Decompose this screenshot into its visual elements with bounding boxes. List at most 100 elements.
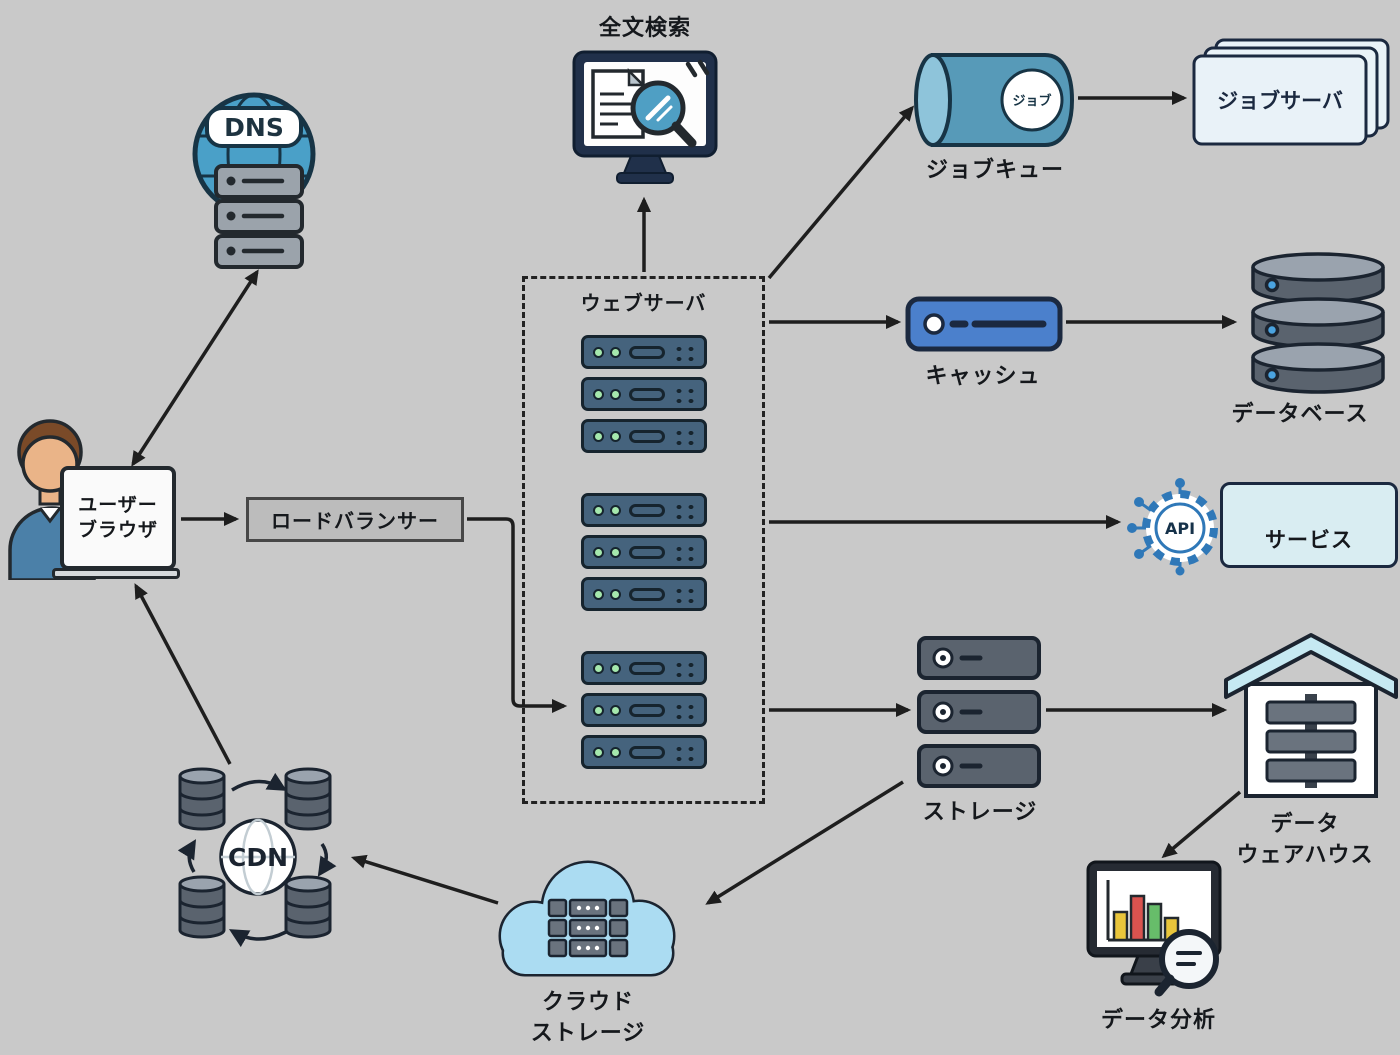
server-rack-unit xyxy=(580,577,707,611)
bar-chart xyxy=(1112,894,1180,942)
edge-webserver-jobqueue xyxy=(767,105,915,280)
led-icon xyxy=(609,662,621,674)
cache-label-text: キャッシュ xyxy=(925,364,1041,389)
drive-slot xyxy=(628,745,665,759)
fulltext-search-label: 全文検索 xyxy=(560,14,730,45)
storage-label: ストレージ xyxy=(900,798,1060,829)
led-icon xyxy=(609,430,621,442)
drive-slot xyxy=(628,703,665,717)
data-warehouse-line2: ウェアハウス xyxy=(1236,842,1374,868)
vent-dots xyxy=(669,541,695,563)
magnifier-lens xyxy=(1159,929,1219,989)
service-label: サービス xyxy=(1265,528,1353,552)
database-label: データベース xyxy=(1200,400,1400,431)
job-server-node: ジョブサーバ xyxy=(1192,38,1392,157)
web-server-label: ウェブサーバ xyxy=(525,287,762,316)
edge-cdn-user xyxy=(134,583,232,765)
user-browser-line1: ユーザー xyxy=(78,494,158,517)
drive-slot xyxy=(628,661,665,675)
cdn-label: CDN xyxy=(228,843,288,872)
job-server-label: ジョブサーバ xyxy=(1217,89,1343,113)
api-label: API xyxy=(1165,519,1195,538)
server-rack-unit xyxy=(580,693,707,727)
cache-label: キャッシュ xyxy=(893,362,1073,393)
magnifier-handle xyxy=(671,121,697,148)
data-warehouse-label: データ ウェアハウス xyxy=(1205,810,1400,872)
drive-slot xyxy=(628,345,665,359)
led-icon xyxy=(609,346,621,358)
data-warehouse-line1: データ xyxy=(1270,812,1340,837)
vent-dots xyxy=(669,341,695,363)
dns-server-stack xyxy=(214,164,304,269)
server-rack-unit xyxy=(580,535,707,569)
led-icon xyxy=(592,588,604,600)
job-queue-icon: ジョブ xyxy=(914,53,1075,147)
server-group-1 xyxy=(525,335,762,461)
database-node xyxy=(1242,252,1394,402)
fulltext-search-icon xyxy=(572,50,718,184)
drive-slot xyxy=(628,503,665,517)
dns-node: DNS xyxy=(190,72,320,276)
cache-node xyxy=(905,296,1063,356)
job-server-icon: ジョブサーバ xyxy=(1192,38,1390,146)
vent-dots xyxy=(669,383,695,405)
server-rack-unit xyxy=(580,419,707,453)
cloud-storage-line1: クラウド xyxy=(541,990,634,1015)
vent-dots xyxy=(669,741,695,763)
storage-label-text: ストレージ xyxy=(922,800,1038,825)
job-queue-label-text: ジョブキュー xyxy=(925,158,1064,183)
server-rack-unit xyxy=(580,493,707,527)
led-icon xyxy=(592,746,604,758)
service-node: サービス xyxy=(1220,482,1398,568)
user-browser-line2: ブラウザ xyxy=(77,519,158,541)
job-queue-label: ジョブキュー xyxy=(880,156,1110,187)
vent-dots xyxy=(669,583,695,605)
job-badge: ジョブ xyxy=(1012,93,1051,109)
vent-dots xyxy=(669,699,695,721)
cloud-storage-line2: ストレージ xyxy=(530,1020,646,1046)
server-rack-unit xyxy=(580,377,707,411)
led-icon xyxy=(592,704,604,716)
dns-label: DNS xyxy=(224,113,284,142)
led-icon xyxy=(609,746,621,758)
user-browser-node: ユーザー ブラウザ xyxy=(2,402,187,584)
drive-slot xyxy=(628,429,665,443)
cloud-storage-icon xyxy=(498,860,676,977)
server-rack-unit xyxy=(580,735,707,769)
server-rack-unit xyxy=(580,335,707,369)
data-analysis-node xyxy=(1086,856,1231,1010)
api-node: API xyxy=(1126,476,1226,580)
data-analysis-icon xyxy=(1086,860,1222,997)
web-server-cluster: ウェブサーバ xyxy=(522,276,765,804)
load-balancer-label: ロードバランサー xyxy=(271,509,439,533)
led-icon xyxy=(609,546,621,558)
server-group-2 xyxy=(525,493,762,619)
web-server-label-text: ウェブサーバ xyxy=(580,291,707,315)
cloud-storage-label: クラウド ストレージ xyxy=(468,988,708,1050)
user-browser-screen: ユーザー ブラウザ xyxy=(60,466,176,570)
led-icon xyxy=(609,588,621,600)
drive-slot xyxy=(628,545,665,559)
database-icon xyxy=(1251,252,1385,394)
database-label-text: データベース xyxy=(1231,402,1369,427)
storage-icon xyxy=(917,636,1041,788)
server-group-3 xyxy=(525,651,762,777)
server-rack-unit xyxy=(580,651,707,685)
data-analysis-label: データ分析 xyxy=(1066,1006,1251,1037)
led-icon xyxy=(609,704,621,716)
data-warehouse-icon xyxy=(1224,633,1398,798)
dns-icon: DNS xyxy=(192,92,316,269)
storage-node xyxy=(916,636,1044,792)
led-icon xyxy=(592,388,604,400)
led-icon xyxy=(592,504,604,516)
data-analysis-label-text: データ分析 xyxy=(1100,1008,1216,1033)
cdn-cycle-arrows xyxy=(177,772,337,948)
led-icon xyxy=(609,504,621,516)
job-queue-node: ジョブ xyxy=(905,50,1085,154)
vent-dots xyxy=(669,499,695,521)
fulltext-search-label-text: 全文検索 xyxy=(598,16,691,41)
drive-slot xyxy=(628,387,665,401)
vent-dots xyxy=(669,425,695,447)
fulltext-search-node xyxy=(570,48,720,194)
